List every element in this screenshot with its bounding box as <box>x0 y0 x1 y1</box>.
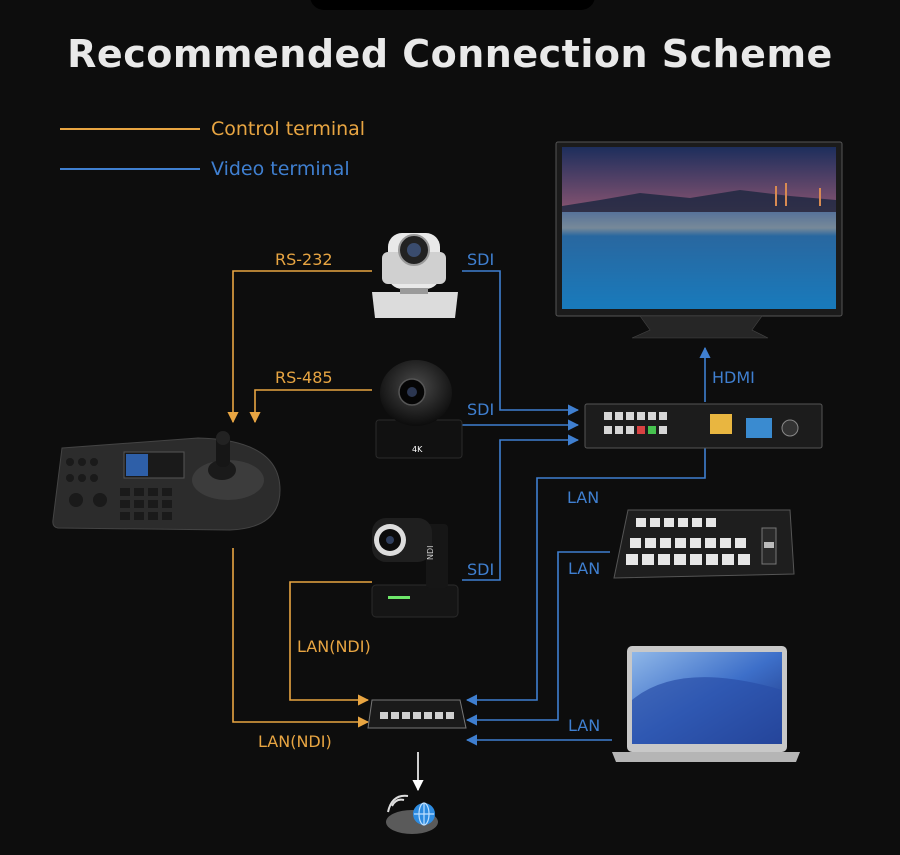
label-sdi-1: SDI <box>467 250 495 269</box>
camera-2-badge: 4K <box>412 445 423 454</box>
camera-2-black-4k: 4K <box>375 360 463 459</box>
label-lan-1: LAN <box>567 488 600 507</box>
rs232-line <box>227 270 372 424</box>
video-control-panel <box>613 509 795 579</box>
label-lan-ndi-1: LAN(NDI) <box>297 637 371 656</box>
label-rs232: RS-232 <box>275 250 333 269</box>
joystick-controller <box>52 431 281 531</box>
camera-3-badge: NDI <box>426 545 435 560</box>
label-rs485: RS-485 <box>275 368 333 387</box>
label-sdi-2: SDI <box>467 400 495 419</box>
laptop <box>612 646 800 762</box>
label-hdmi: HDMI <box>712 368 755 387</box>
tv-monitor <box>555 141 843 339</box>
lan1-line <box>465 448 706 706</box>
camera-3-ndi: NDI <box>371 518 459 618</box>
video-lines <box>462 270 711 746</box>
page-title: Recommended Connection Scheme <box>67 32 833 76</box>
rs485-line <box>249 389 372 424</box>
label-sdi-3: SDI <box>467 560 495 579</box>
cloud-globe-icon <box>386 794 438 834</box>
legend-video-label: Video terminal <box>211 158 350 180</box>
label-lan-3: LAN <box>568 716 601 735</box>
controller-lan-line <box>232 548 370 728</box>
legend-control-line <box>60 128 200 130</box>
camera3-lan-line <box>289 581 372 706</box>
sdi3-line <box>462 434 580 581</box>
label-lan-2: LAN <box>568 559 601 578</box>
control-lines <box>227 270 372 728</box>
video-switcher-rack <box>584 403 823 449</box>
label-lan-ndi-2: LAN(NDI) <box>258 732 332 751</box>
legend-video-line <box>60 168 200 170</box>
network-switch <box>367 699 467 729</box>
top-notch <box>310 0 595 10</box>
camera-1-white-ptz <box>372 233 458 318</box>
sdi1-line <box>462 270 580 416</box>
lan2-line <box>465 551 610 726</box>
legend-control-label: Control terminal <box>211 118 366 140</box>
